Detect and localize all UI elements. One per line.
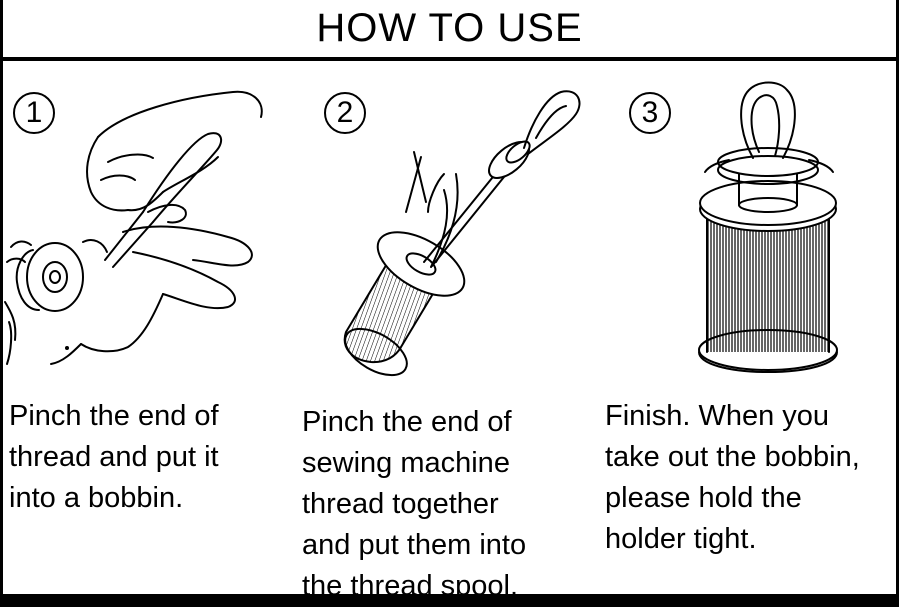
caption-line: the thread spool. [302,570,519,602]
title-divider [3,57,896,61]
caption-line: into a bobbin. [9,482,184,514]
caption-line: holder tight. [605,523,757,555]
step-number-badge: 2 [324,92,366,134]
hand-threading-bobbin-icon [4,90,263,365]
finished-spool-holder-icon [698,81,838,373]
caption-line: and put them into [302,529,527,561]
caption-line: please hold the [605,482,802,514]
step-2: 2 [296,62,596,602]
page-title: HOW TO USE [316,6,583,50]
step-caption: Pinch the end of sewing machine thread t… [302,402,592,607]
threader-in-spool-icon [343,90,581,377]
caption-line: thread and put it [9,441,219,473]
step-number-badge: 3 [629,92,671,134]
step-1: 1 [3,62,293,592]
caption-line: Pinch the end of [9,400,219,432]
step-3: 3 [599,62,896,592]
step-caption: Pinch the end of thread and put it into … [9,396,299,519]
instruction-sheet: HOW TO USE 1 [3,0,896,602]
step-caption: Finish. When you take out the bobbin, pl… [605,396,895,560]
step-number-badge: 1 [13,92,55,134]
caption-line: Finish. When you [605,400,830,432]
caption-line: Pinch the end of [302,406,512,438]
caption-line: take out the bobbin, [605,441,860,473]
caption-line: sewing machine [302,447,510,479]
caption-line: thread together [302,488,499,520]
